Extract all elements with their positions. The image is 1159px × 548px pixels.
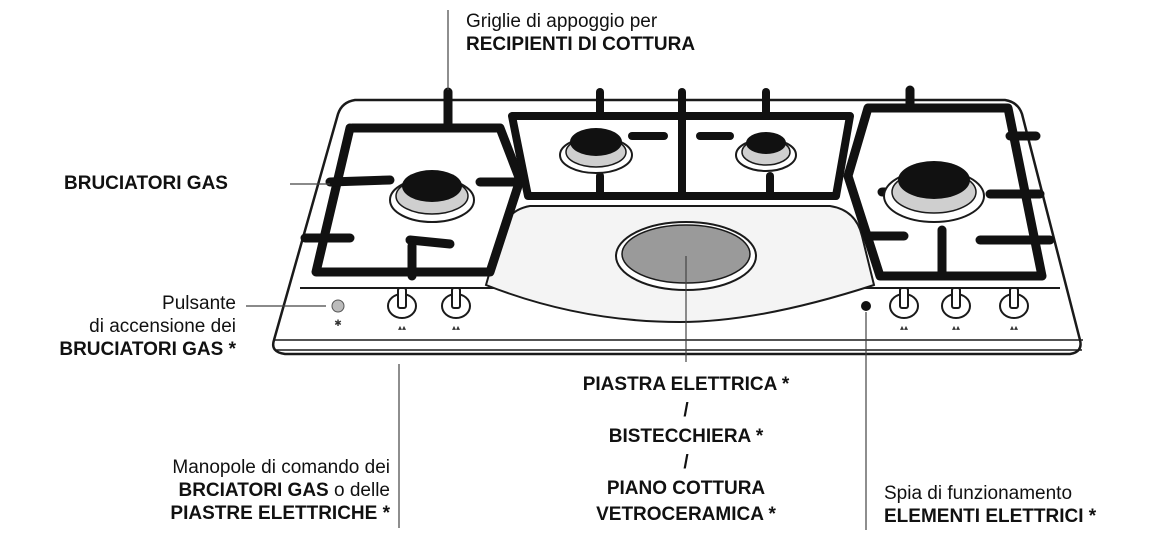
ignition-label: Pulsante di accensione dei BRUCIATORI GA… [0, 292, 236, 361]
electric-plate-label-line1: PIASTRA ELETTRICA * [582, 374, 790, 395]
knob-5: ▴▴ [999, 287, 1029, 332]
indicator-label-line1: Spia di funzionamento [884, 483, 1073, 504]
indicator-label-line2: ELEMENTI ELETTRICI * [884, 506, 1097, 527]
knobs-label: Manopole di comando dei BRCIATORI GAS o … [40, 456, 390, 525]
burner-middle-left [559, 128, 633, 174]
svg-text:▴▴: ▴▴ [900, 323, 908, 332]
knob-2: ▴▴ [441, 287, 471, 332]
electric-plate-label-line4: VETROCERAMICA * [596, 504, 776, 525]
knobs-label-line3: PIASTRE ELETTRICHE * [170, 503, 390, 524]
grates-label-line2: RECIPIENTI DI COTTURA [466, 34, 696, 55]
electric-plate-label-line3: PIANO COTTURA [606, 478, 766, 499]
electric-plate-label-line2: BISTECCHIERA * [608, 426, 764, 447]
burner-middle-right [735, 132, 797, 172]
burner-right [883, 161, 985, 223]
indicator-light [861, 301, 871, 311]
indicator-label: Spia di funzionamento ELEMENTI ELETTRICI… [884, 482, 1096, 528]
knob-4: ▴▴ [941, 287, 971, 332]
separator-1: / [683, 400, 689, 421]
svg-text:▴▴: ▴▴ [952, 323, 960, 332]
control-knobs: ▴▴ ▴▴ ▴▴ ▴▴ ▴▴ [387, 287, 1029, 332]
svg-text:▴▴: ▴▴ [452, 323, 460, 332]
electric-plate-label: PIASTRA ELETTRICA * / BISTECCHIERA * / P… [536, 372, 836, 528]
knobs-label-line2-rest: o delle [328, 480, 390, 501]
svg-text:▴▴: ▴▴ [1010, 323, 1018, 332]
ignition-label-line2: di accensione dei [89, 316, 236, 337]
knobs-label-line2: BRCIATORI GAS o delle [40, 479, 390, 502]
ignition-button: ✱ [331, 299, 345, 328]
grates-label: Griglie di appoggio per RECIPIENTI DI CO… [466, 10, 695, 56]
left-grate [300, 87, 525, 281]
svg-text:✱: ✱ [334, 318, 342, 328]
knob-1: ▴▴ [387, 287, 417, 332]
knobs-label-line1: Manopole di comando dei [172, 457, 390, 478]
grates-label-line1: Griglie di appoggio per [466, 11, 658, 32]
burner-left [389, 170, 475, 223]
gas-burners-label: BRUCIATORI GAS [64, 173, 228, 194]
ignition-label-line1: Pulsante [162, 293, 236, 314]
leader-lines [246, 10, 867, 530]
knobs-label-line2-bold: BRCIATORI GAS [178, 480, 329, 501]
separator-2: / [683, 452, 689, 473]
middle-grate [508, 88, 854, 200]
ignition-label-line3: BRUCIATORI GAS * [59, 339, 236, 360]
svg-text:▴▴: ▴▴ [398, 323, 406, 332]
knob-3: ▴▴ [889, 287, 919, 332]
